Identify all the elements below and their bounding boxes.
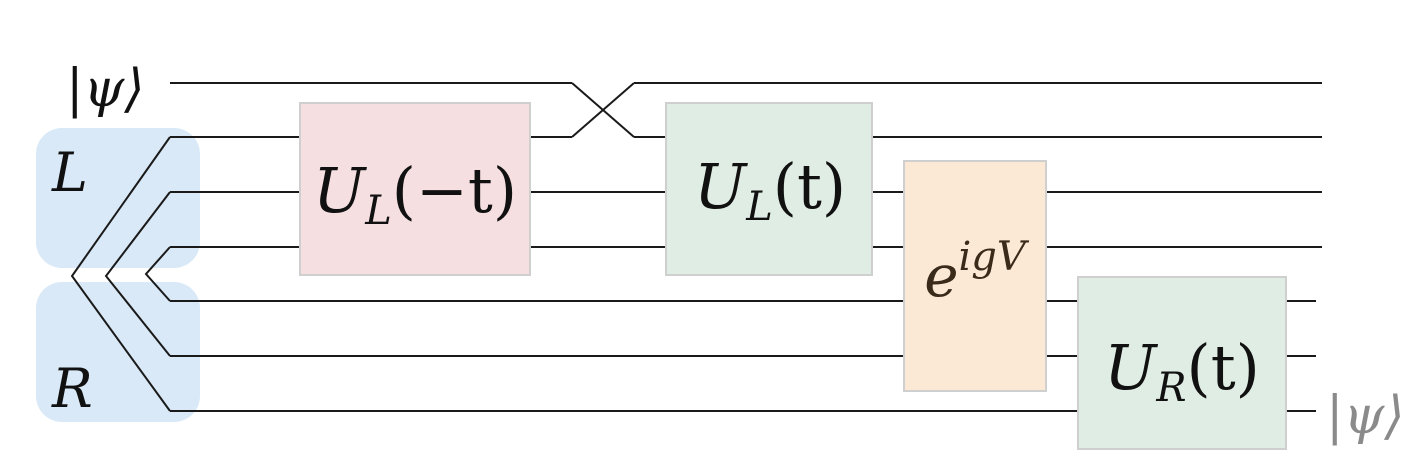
register-r-box	[36, 282, 200, 422]
gate-ur-t-label: UR(t)	[1104, 331, 1260, 411]
gate-ul-minus-t-main: U	[313, 154, 367, 227]
swap-cross-2	[571, 82, 635, 138]
gate-coupling-box	[903, 160, 1047, 392]
gate-ul-t-label: UL(t)	[694, 150, 846, 230]
register-l-box	[36, 128, 200, 268]
bell-cup-inner	[144, 246, 171, 302]
gate-coupling-label: eigV	[924, 234, 1030, 310]
register-r-label: R	[51, 357, 93, 420]
gate-ul-minus-t-label: UL(−t)	[313, 154, 517, 234]
gate-ur-t-main: U	[1104, 331, 1158, 404]
gate-ul-t-box	[665, 102, 873, 276]
gate-ur-t: UR(t)	[1077, 276, 1287, 450]
bell-cup-middle	[104, 191, 171, 357]
gate-ul-t-sub: L	[745, 184, 773, 230]
gate-ul-minus-t-box	[299, 102, 531, 276]
input-state-label: |ψ⟩	[66, 59, 145, 119]
gate-coupling-base: e	[924, 242, 958, 310]
gate-ul-minus-t-arg: (−t)	[392, 154, 517, 227]
gate-coupling: eigV	[903, 160, 1047, 392]
gate-ur-t-box	[1077, 276, 1287, 450]
gate-ur-t-sub: R	[1155, 365, 1186, 411]
gate-ul-t-main: U	[694, 150, 748, 223]
gate-coupling-exp: igV	[959, 234, 1030, 280]
gate-ul-minus-t-sub: L	[364, 188, 392, 234]
gate-ul-minus-t: UL(−t)	[299, 102, 531, 276]
output-state-label: |ψ⟩	[1326, 386, 1405, 446]
gate-ur-t-arg: (t)	[1187, 331, 1260, 404]
register-l-label: L	[51, 141, 88, 204]
gate-ul-t: UL(t)	[665, 102, 873, 276]
gate-ul-t-arg: (t)	[773, 150, 846, 223]
bell-cup-outer	[70, 136, 171, 412]
